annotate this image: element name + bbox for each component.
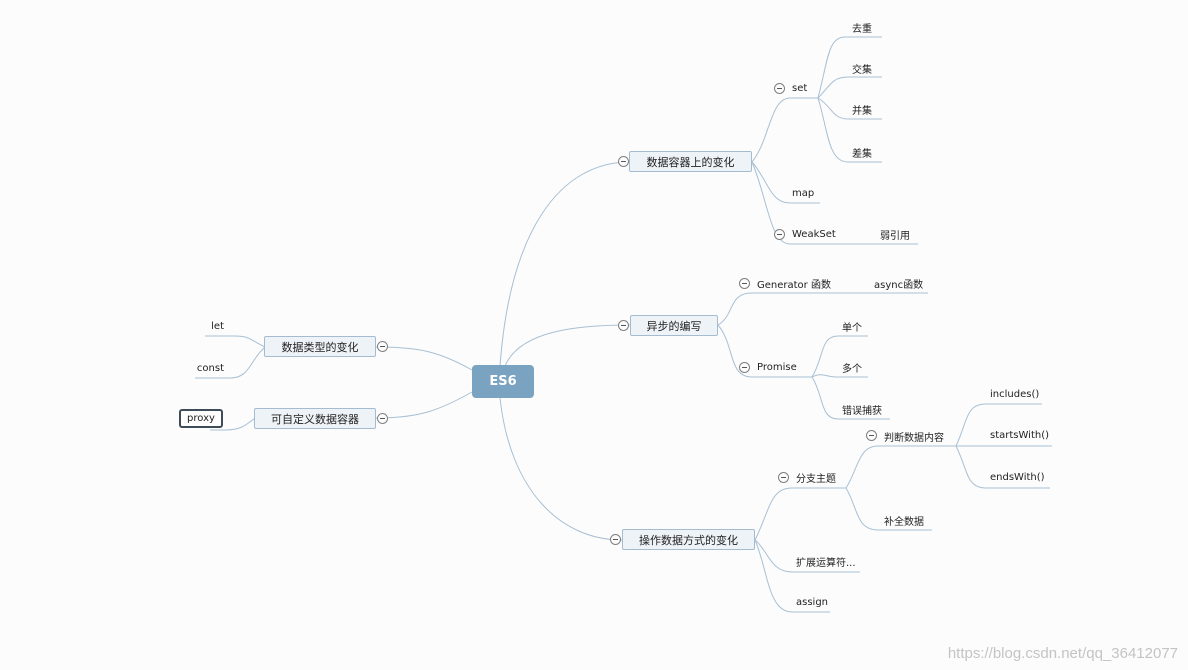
connector-branch-judge: [845, 445, 956, 489]
leaf-error-catch[interactable]: 错误捕获: [842, 405, 882, 417]
leaf-startswith[interactable]: startsWith(): [990, 429, 1050, 441]
root-node-es6[interactable]: ES6: [472, 365, 534, 398]
topic-branch[interactable]: 分支主题: [796, 473, 836, 485]
watermark: https://blog.csdn.net/qq_36412077: [947, 645, 1178, 662]
connector-root-custom: [375, 391, 473, 419]
leaf-let[interactable]: let: [211, 320, 224, 332]
connector-container-map: [751, 161, 820, 204]
connector-operate-branch: [754, 487, 846, 541]
connector-container-set: [751, 97, 818, 163]
connector-root-operate: [499, 397, 623, 541]
collapse-toggle-icon[interactable]: [618, 156, 629, 167]
leaf-fill-data[interactable]: 补全数据: [884, 516, 924, 528]
connector-root-types: [375, 346, 473, 371]
connector-set-2: [817, 76, 882, 99]
connector-set-1: [817, 36, 882, 99]
topic-map[interactable]: map: [792, 187, 815, 199]
collapse-toggle-icon[interactable]: [774, 229, 785, 240]
topic-data-type-changes[interactable]: 数据类型的变化: [264, 336, 376, 357]
topic-weakset[interactable]: WeakSet: [792, 228, 836, 240]
connector-set-4: [817, 97, 882, 163]
topic-data-container-changes[interactable]: 数据容器上的变化: [629, 151, 752, 172]
leaf-assign[interactable]: assign: [796, 596, 829, 608]
connector-set-3: [817, 97, 882, 120]
topic-generator-function[interactable]: Generator 函数: [757, 279, 831, 291]
leaf-async-function[interactable]: async函数: [874, 279, 924, 291]
leaf-includes[interactable]: includes(): [990, 388, 1040, 400]
connector-promise-2: [811, 374, 868, 378]
leaf-difference[interactable]: 差集: [852, 148, 872, 160]
topic-promise[interactable]: Promise: [757, 361, 797, 373]
connector-operate-assign: [754, 539, 830, 613]
collapse-toggle-icon[interactable]: [377, 413, 388, 424]
connector-operate-spread: [754, 539, 860, 573]
collapse-toggle-icon[interactable]: [778, 472, 789, 483]
connector-async-generator: [717, 292, 928, 326]
topic-judge-content[interactable]: 判断数据内容: [884, 432, 944, 444]
leaf-proxy[interactable]: proxy: [179, 409, 223, 428]
leaf-const[interactable]: const: [196, 362, 224, 374]
collapse-toggle-icon[interactable]: [774, 83, 785, 94]
connector-judge-3: [955, 445, 1050, 489]
collapse-toggle-icon[interactable]: [610, 534, 621, 545]
leaf-multiple[interactable]: 多个: [842, 363, 862, 375]
leaf-dedupe[interactable]: 去重: [852, 23, 872, 35]
leaf-endswith[interactable]: endsWith(): [990, 471, 1045, 483]
topic-custom-data-container[interactable]: 可自定义数据容器: [254, 408, 376, 429]
collapse-toggle-icon[interactable]: [739, 362, 750, 373]
leaf-union[interactable]: 并集: [852, 105, 872, 117]
connector-types-let: [205, 335, 266, 348]
collapse-toggle-icon[interactable]: [739, 278, 750, 289]
leaf-single[interactable]: 单个: [842, 322, 862, 334]
connector-async-promise: [717, 324, 812, 378]
collapse-toggle-icon[interactable]: [377, 341, 388, 352]
connector-root-async: [504, 324, 631, 367]
collapse-toggle-icon[interactable]: [618, 320, 629, 331]
connector-container-weakset: [751, 161, 918, 245]
connector-judge-1: [955, 403, 1042, 447]
leaf-weak-reference[interactable]: 弱引用: [880, 230, 910, 242]
collapse-toggle-icon[interactable]: [866, 430, 877, 441]
leaf-spread-operator[interactable]: 扩展运算符...: [796, 557, 856, 569]
connector-promise-1: [811, 335, 868, 378]
leaf-intersection[interactable]: 交集: [852, 64, 872, 76]
connector-types-const: [195, 346, 266, 379]
connector-custom-proxy: [210, 417, 256, 431]
topic-set[interactable]: set: [792, 82, 808, 94]
connector-root-container: [499, 161, 631, 367]
topic-async-writing[interactable]: 异步的编写: [630, 315, 718, 336]
topic-data-operation-changes[interactable]: 操作数据方式的变化: [622, 529, 755, 550]
connector-promise-3: [811, 376, 890, 420]
connector-branch-fill: [845, 487, 932, 531]
